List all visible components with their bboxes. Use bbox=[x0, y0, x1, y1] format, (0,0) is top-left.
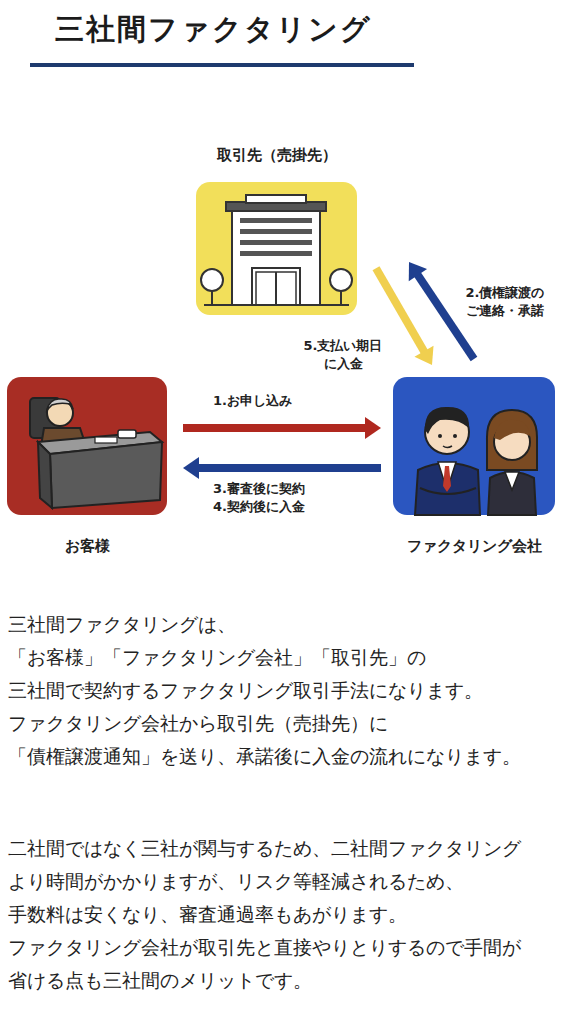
node-label: お客様 bbox=[3, 537, 171, 556]
node-label: 取引先（売掛先） bbox=[186, 146, 367, 165]
client-box bbox=[196, 182, 357, 315]
company-node: ファクタリング会社 bbox=[389, 377, 559, 565]
body-text: より時間がかかりますが、リスク等軽減されるため、 bbox=[8, 869, 464, 894]
title-underline bbox=[30, 63, 414, 67]
edge-label: 3.審査後に契約 4.契約後に入金 bbox=[212, 480, 310, 515]
customer-box bbox=[7, 377, 167, 515]
arrow-shaft bbox=[197, 464, 381, 472]
arrow-head bbox=[183, 457, 199, 479]
body-text: 三社間で契約するファクタリング取引手法になります。 bbox=[8, 678, 483, 703]
arrow-head bbox=[409, 262, 427, 281]
body-text: ファクタリング会社から取引先（売掛先）に bbox=[8, 711, 388, 736]
body-text: ファクタリング会社が取引先と直接やりとりするので手間が bbox=[8, 935, 521, 960]
customer-illustration bbox=[7, 377, 167, 515]
factoring-box bbox=[393, 377, 555, 515]
body-text: 二社間ではなく三社が関与するため、二社間ファクタリング bbox=[8, 836, 521, 861]
flow-arrow bbox=[183, 457, 381, 479]
edge-label: 2.債権譲渡の ご連絡・承諾 bbox=[462, 284, 548, 319]
body-text: 「債権譲渡通知」を送り、承諾後に入金の流れになります。 bbox=[8, 744, 521, 769]
node-label: ファクタリング会社 bbox=[389, 537, 559, 556]
arrow-head bbox=[365, 417, 381, 439]
body-text: 省ける点も三社間のメリットです。 bbox=[8, 968, 312, 993]
flow-arrow bbox=[183, 417, 381, 439]
edge-label: 5.支払い期日 に入金 bbox=[302, 337, 384, 372]
company-node: 取引先（売掛先） bbox=[186, 140, 367, 318]
edge-label: 1.お申し込み bbox=[212, 392, 334, 410]
arrow-shaft bbox=[183, 424, 367, 432]
diagram-title: 三社間ファクタリング bbox=[55, 10, 372, 50]
staff-illustration bbox=[393, 377, 555, 515]
body-text: 「お客様」「ファクタリング会社」「取引先」の bbox=[8, 645, 426, 670]
company-node: お客様 bbox=[3, 377, 171, 565]
arrow-head bbox=[414, 346, 433, 365]
building-illustration bbox=[196, 182, 357, 315]
body-text: 手数料は安くなり、審査通過率もあがります。 bbox=[8, 902, 407, 927]
body-text: 三社間ファクタリングは、 bbox=[8, 612, 236, 637]
